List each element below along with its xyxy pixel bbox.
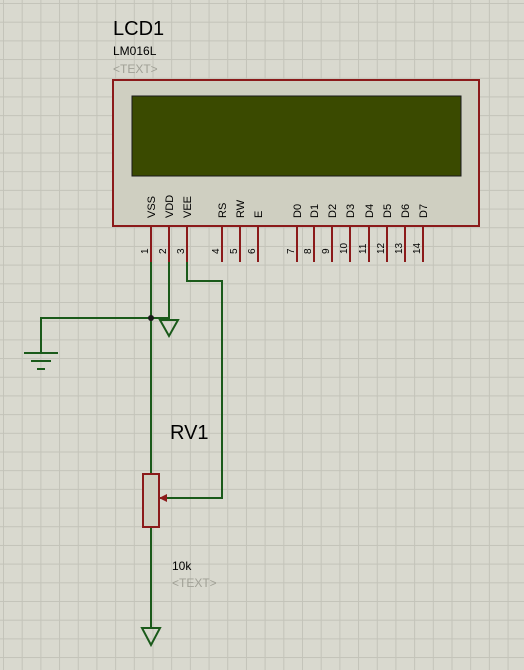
lcd-pin-label: D3 [345,204,357,218]
lcd-pin-number: 3 [176,248,187,254]
lcd-pin-label: D7 [418,204,430,218]
lcd-pin-label: RS [217,203,229,218]
power-terminal-icon[interactable] [158,319,180,339]
lcd-pin-label: VSS [146,196,158,218]
lcd-pin-label: D5 [382,204,394,218]
lcd-pin-label: D4 [364,204,376,218]
potentiometer-component[interactable] [142,473,167,528]
pot-value-label[interactable]: 10k [172,559,192,573]
lcd-pin-label: D1 [309,204,321,218]
lcd-screen [131,95,462,177]
lcd-part-label[interactable]: LM016L [113,44,157,58]
lcd-ref-label[interactable]: LCD1 [113,18,164,40]
lcd-pin-number: 13 [394,242,405,254]
lcd-pin-number: 5 [229,248,240,254]
lcd-pin-number: 1 [140,248,151,254]
lcd-pin-number: 2 [158,248,169,254]
ground-icon[interactable] [24,352,58,370]
lcd-pin-label: RW [235,199,247,218]
pot-body[interactable] [142,473,160,528]
lcd-pins: VSS 1 VDD 2 VEE 3 RS 4 RW 5 E 6 D0 7 D1 8 D2 9 D3 10 D4 11 D5 1… [140,195,430,262]
lcd-pin-number: 7 [286,248,297,254]
lcd-pin-number: 8 [303,248,314,254]
lcd-pin-number: 11 [358,243,369,254]
junction-dot [148,315,154,321]
lcd-pin-number: 9 [321,248,332,254]
lcd-pin-number: 10 [339,242,350,254]
pot-ref-label[interactable]: RV1 [170,422,209,444]
pot-wiper-arrow-icon [159,494,167,502]
lcd-pin-label: VEE [182,196,194,218]
wires [40,262,223,628]
lcd-component[interactable]: VSS 1 VDD 2 VEE 3 RS 4 RW 5 E 6 D0 7 D1 8 D2 9 D3 10 D4 11 D5 1… [112,79,480,262]
lcd-pin-label: D6 [400,204,412,218]
lcd-pin-label: D2 [327,204,339,218]
lcd-pin-number: 6 [247,248,258,254]
lcd-pin-number: 12 [376,242,387,254]
lcd-pin-label: E [253,211,265,218]
pot-text-placeholder[interactable]: <TEXT> [172,576,217,590]
lcd-text-placeholder[interactable]: <TEXT> [113,62,158,76]
wire-vss-to-ground[interactable] [40,317,151,352]
lcd-pin-number: 4 [211,248,222,254]
bottom-terminal-icon[interactable] [140,627,162,648]
lcd-pin-number: 14 [412,242,423,254]
wire-vee-to-wiper[interactable] [165,262,223,499]
lcd-pin-label: D0 [292,204,304,218]
lcd-pin-label: VDD [164,195,176,218]
